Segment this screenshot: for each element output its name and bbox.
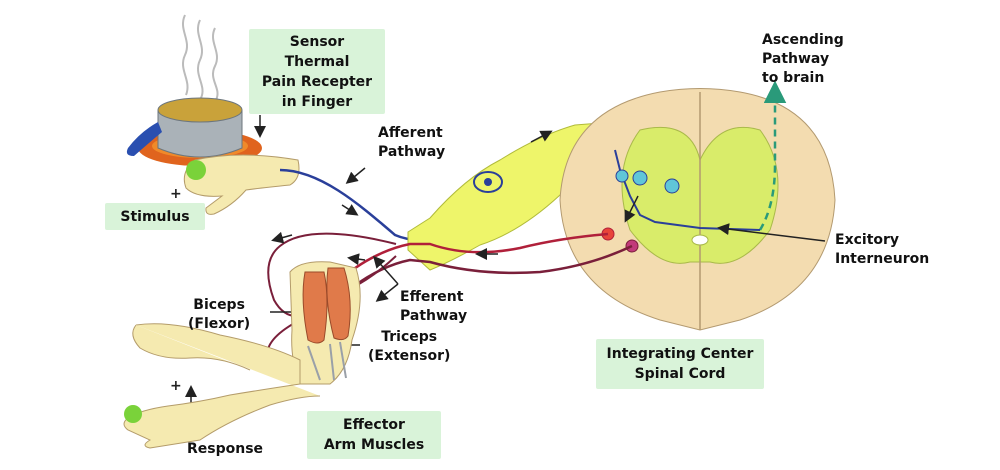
response-text: Response [187,441,264,457]
effector-line-2: Arm Muscles [323,437,425,453]
efferent-pathway-label: Efferent Pathway [400,288,467,326]
ascending-line-2: Pathway [762,51,830,67]
triceps-line-1: Triceps [381,329,438,345]
effector-box: Effector Arm Muscles [307,411,441,459]
integrating-line-2: Spinal Cord [634,366,726,382]
stimulus-hand-icon: + [170,154,300,215]
spinal-cord-section [559,88,836,331]
biceps-label: Biceps (Flexor) [188,296,250,334]
sensor-line-3: Pain Recepter [261,73,373,90]
integrating-center-box: Integrating Center Spinal Cord [596,339,764,389]
interneuron-icon [615,169,680,194]
efferent-line-2: Pathway [400,308,468,324]
ascending-line-1: Ascending [762,32,844,48]
afferent-line-1: Afferent [378,125,443,141]
ascending-pathway-label: Ascending Pathway to brain [762,31,844,88]
sensor-line-1: Sensor [289,33,345,50]
efferent-nerve-maroon [335,244,633,305]
biceps-line-2: (Flexor) [188,316,251,332]
sensor-line-4: in Finger [281,93,353,110]
interneuron-line-1: Excitory [835,232,900,248]
effector-line-1: Effector [343,417,405,433]
efferent-line-1: Efferent [400,289,464,305]
arm-muscles-icon [289,261,361,385]
response-label: Response [187,440,263,459]
stimulus-label: Stimulus [120,208,190,225]
sensor-line-2: Thermal [284,53,350,70]
interneuron-line-2: Interneuron [835,251,930,267]
ascending-pathway-line [758,80,787,231]
triceps-label: Triceps (Extensor) [368,328,450,366]
integrating-line-1: Integrating Center [606,346,754,362]
sensor-box: Sensor Thermal Pain Recepter in Finger [249,29,385,114]
interneuron-label: Excitory Interneuron [835,231,929,269]
afferent-pathway-label: Afferent Pathway [378,124,445,162]
svg-text:+: + [170,186,182,202]
afferent-line-2: Pathway [378,144,446,160]
triceps-line-2: (Extensor) [368,348,451,364]
stimulus-box: Stimulus [105,203,205,230]
response-hand-icon: + [123,323,321,449]
biceps-line-1: Biceps [193,297,245,313]
ascending-line-3: to brain [762,70,825,86]
steam-icon [182,14,219,101]
efferent-nerve-red [329,232,609,291]
svg-text:+: + [170,378,182,394]
